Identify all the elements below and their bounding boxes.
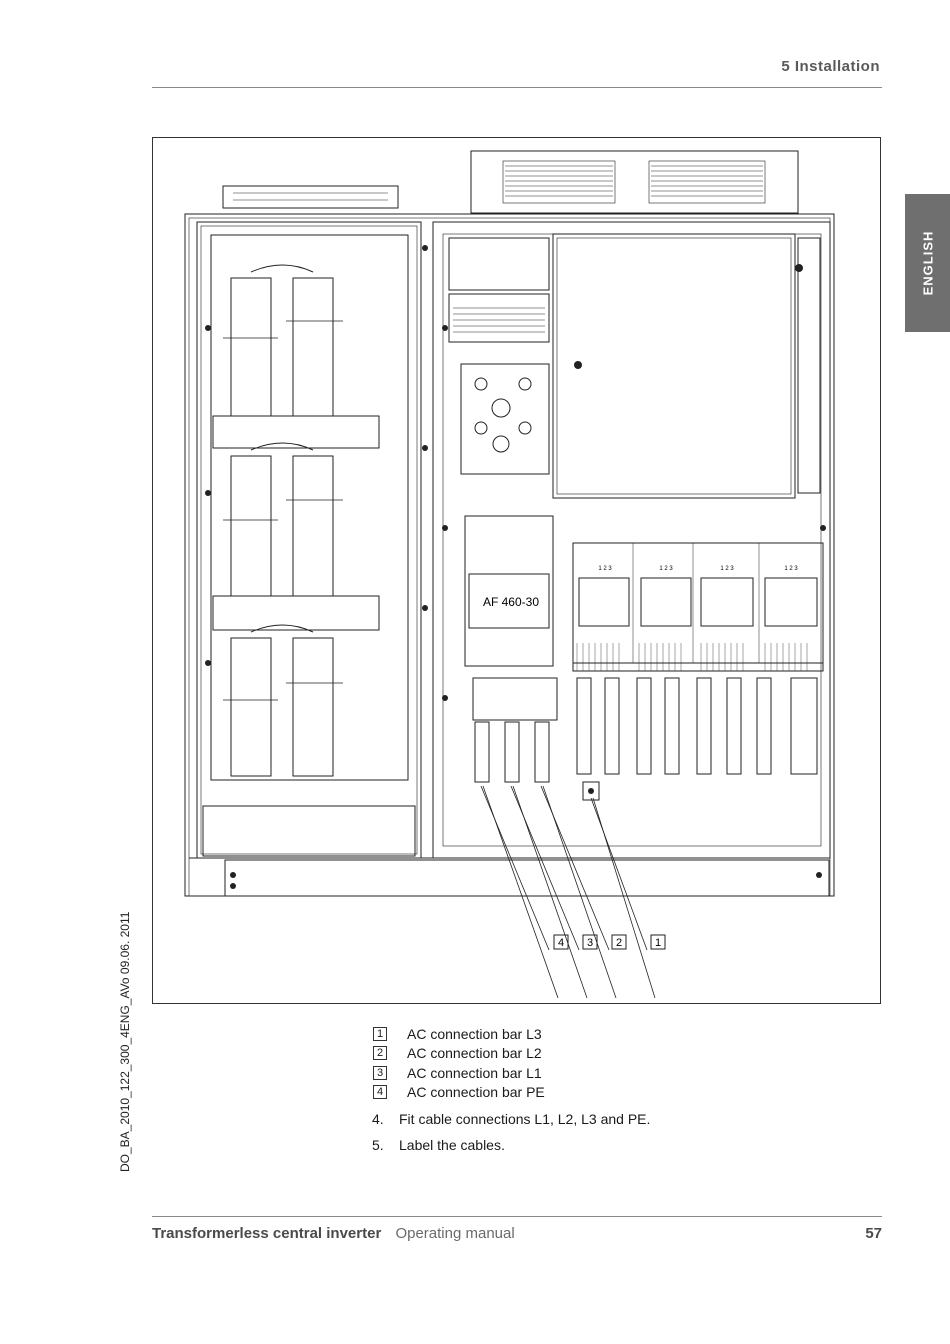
legend-text: AC connection bar L3 xyxy=(407,1025,542,1042)
breaker-label-1: 1 2 3 xyxy=(598,566,612,572)
breaker-label-4: 1 2 3 xyxy=(784,566,798,572)
step-item: 4. Fit cable connections L1, L2, L3 and … xyxy=(372,1106,650,1132)
callout-1: 1 xyxy=(655,937,661,949)
callout-4: 4 xyxy=(558,937,564,949)
legend-text: AC connection bar L1 xyxy=(407,1064,542,1081)
footer-manual: Operating manual xyxy=(395,1225,515,1242)
page-number: 57 xyxy=(865,1225,882,1242)
footer: Transformerless central inverter Operati… xyxy=(152,1225,882,1242)
legend-text: AC connection bar PE xyxy=(407,1084,545,1101)
step-text: Fit cable connections L1, L2, L3 and PE. xyxy=(399,1111,651,1127)
legend-number: 1 xyxy=(373,1026,387,1041)
section-title: 5 Installation xyxy=(781,58,880,75)
legend-item: 1 AC connection bar L3 xyxy=(373,1024,545,1044)
legend-number: 3 xyxy=(373,1065,387,1080)
footer-product: Transformerless central inverter xyxy=(152,1225,382,1242)
callout-3: 3 xyxy=(587,937,593,949)
instruction-steps: 4. Fit cable connections L1, L2, L3 and … xyxy=(372,1106,650,1158)
step-number: 4. xyxy=(372,1111,384,1127)
language-tab-label: ENGLISH xyxy=(920,230,935,296)
callout-2: 2 xyxy=(616,937,622,949)
step-item: 5. Label the cables. xyxy=(372,1132,650,1158)
document-code: DO_BA_2010_122_300_4ENG_AVo 09.06. 2011 xyxy=(118,911,132,1172)
cabinet-figure: AF 460-30 1 2 3 1 2 3 1 2 3 1 2 3 4 3 2 … xyxy=(152,137,881,1004)
legend-item: 3 AC connection bar L1 xyxy=(373,1063,545,1083)
footer-rule xyxy=(152,1216,882,1217)
cabinet-drawing: AF 460-30 1 2 3 1 2 3 1 2 3 1 2 3 4 3 2 … xyxy=(184,150,835,999)
step-number: 5. xyxy=(372,1137,384,1153)
legend-text: AC connection bar L2 xyxy=(407,1045,542,1062)
breaker-label-3: 1 2 3 xyxy=(720,566,734,572)
contactor-label: AF 460-30 xyxy=(483,595,539,609)
legend-number: 2 xyxy=(373,1046,387,1061)
step-text: Label the cables. xyxy=(399,1137,505,1153)
language-tab: ENGLISH xyxy=(905,194,950,332)
legend-item: 4 AC connection bar PE xyxy=(373,1083,545,1103)
breaker-label-2: 1 2 3 xyxy=(659,566,673,572)
legend: 1 AC connection bar L3 2 AC connection b… xyxy=(373,1024,545,1102)
header-rule xyxy=(152,87,882,88)
legend-number: 4 xyxy=(373,1085,387,1100)
legend-item: 2 AC connection bar L2 xyxy=(373,1044,545,1064)
